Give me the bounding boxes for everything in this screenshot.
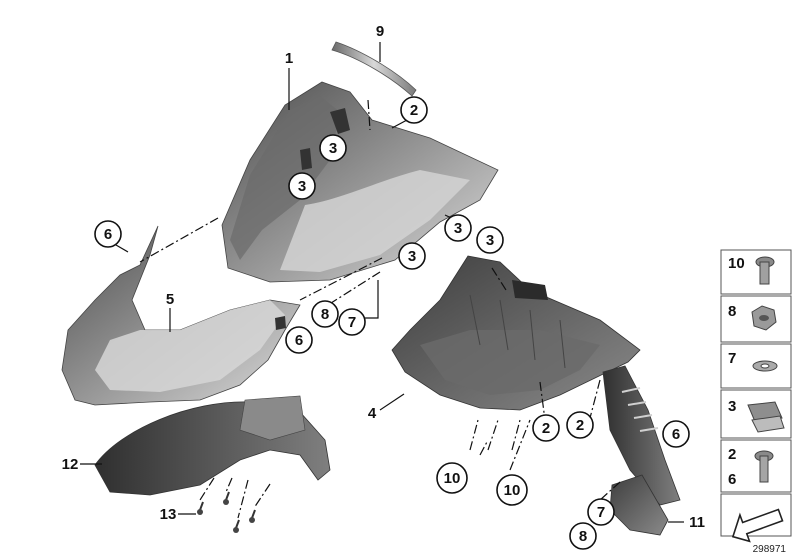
svg-text:3: 3 [408, 248, 416, 265]
svg-text:3: 3 [454, 220, 462, 237]
bolt-flange-icon [755, 256, 775, 285]
svg-text:7: 7 [348, 314, 356, 331]
side-panel [602, 365, 681, 506]
svg-text:6: 6 [728, 471, 736, 488]
callout-3-a: 3 [319, 134, 347, 162]
arrow-icon [731, 508, 784, 543]
svg-text:2: 2 [542, 420, 550, 437]
front-mudguard [94, 395, 331, 496]
callout-7-upper: 7 [338, 308, 366, 336]
inner-carrier [391, 255, 641, 411]
svg-text:3: 3 [728, 398, 736, 415]
svg-text:5: 5 [166, 291, 174, 308]
svg-text:11: 11 [689, 514, 705, 531]
svg-text:6: 6 [295, 332, 303, 349]
svg-text:3: 3 [486, 232, 494, 249]
svg-text:10: 10 [504, 482, 521, 499]
svg-text:2: 2 [410, 102, 418, 119]
svg-text:8: 8 [321, 306, 329, 323]
callout-11: 11 [689, 514, 705, 531]
svg-text:12: 12 [62, 456, 79, 473]
trim-strip [331, 41, 417, 97]
svg-text:7: 7 [597, 504, 605, 521]
svg-text:3: 3 [329, 140, 337, 157]
callout-3-b: 3 [288, 172, 316, 200]
svg-text:6: 6 [104, 226, 112, 243]
svg-text:8: 8 [579, 528, 587, 545]
callout-9: 9 [376, 23, 384, 40]
callout-8-lower: 8 [569, 522, 597, 550]
upper-fairing [221, 81, 499, 283]
svg-text:2: 2 [576, 417, 584, 434]
svg-text:2: 2 [728, 446, 736, 463]
callout-8-upper: 8 [311, 300, 339, 328]
svg-text:4: 4 [368, 405, 377, 422]
callout-3-d: 3 [476, 226, 504, 254]
callout-3-e: 3 [398, 242, 426, 270]
callout-3-c: 3 [444, 214, 472, 242]
svg-text:9: 9 [376, 23, 384, 40]
callout-4: 4 [368, 405, 377, 422]
torx-bolt-icon [754, 450, 774, 483]
clip-nut-icon [747, 401, 785, 433]
callout-6-right: 6 [662, 420, 690, 448]
svg-text:7: 7 [728, 350, 736, 367]
callout-6-mid: 6 [285, 326, 313, 354]
svg-text:10: 10 [444, 470, 461, 487]
callout-13: 13 [160, 506, 177, 523]
screw-set [197, 491, 256, 533]
callout-10-a: 10 [436, 462, 468, 494]
svg-text:10: 10 [728, 255, 745, 272]
callout-1: 1 [285, 50, 293, 67]
callout-2-b: 2 [566, 411, 594, 439]
svg-text:8: 8 [728, 303, 736, 320]
hex-nut-icon [751, 305, 777, 331]
lower-fairing [61, 225, 301, 406]
hardware-legend: 10 8 7 3 2 6 [720, 249, 792, 555]
washer-icon [752, 360, 778, 372]
svg-text:6: 6 [672, 426, 680, 443]
leader-lines [80, 42, 684, 523]
callout-12: 12 [62, 456, 79, 473]
callout-7-lower: 7 [587, 498, 615, 526]
callout-2-a: 2 [532, 414, 560, 442]
reference-number: 298971 [753, 544, 787, 555]
callout-5: 5 [166, 291, 174, 308]
svg-text:3: 3 [298, 178, 306, 195]
callout-10-b: 10 [496, 474, 528, 506]
svg-text:13: 13 [160, 506, 177, 523]
callout-2-upper: 2 [400, 96, 428, 124]
svg-text:1: 1 [285, 50, 293, 67]
callout-6-left: 6 [94, 220, 122, 248]
